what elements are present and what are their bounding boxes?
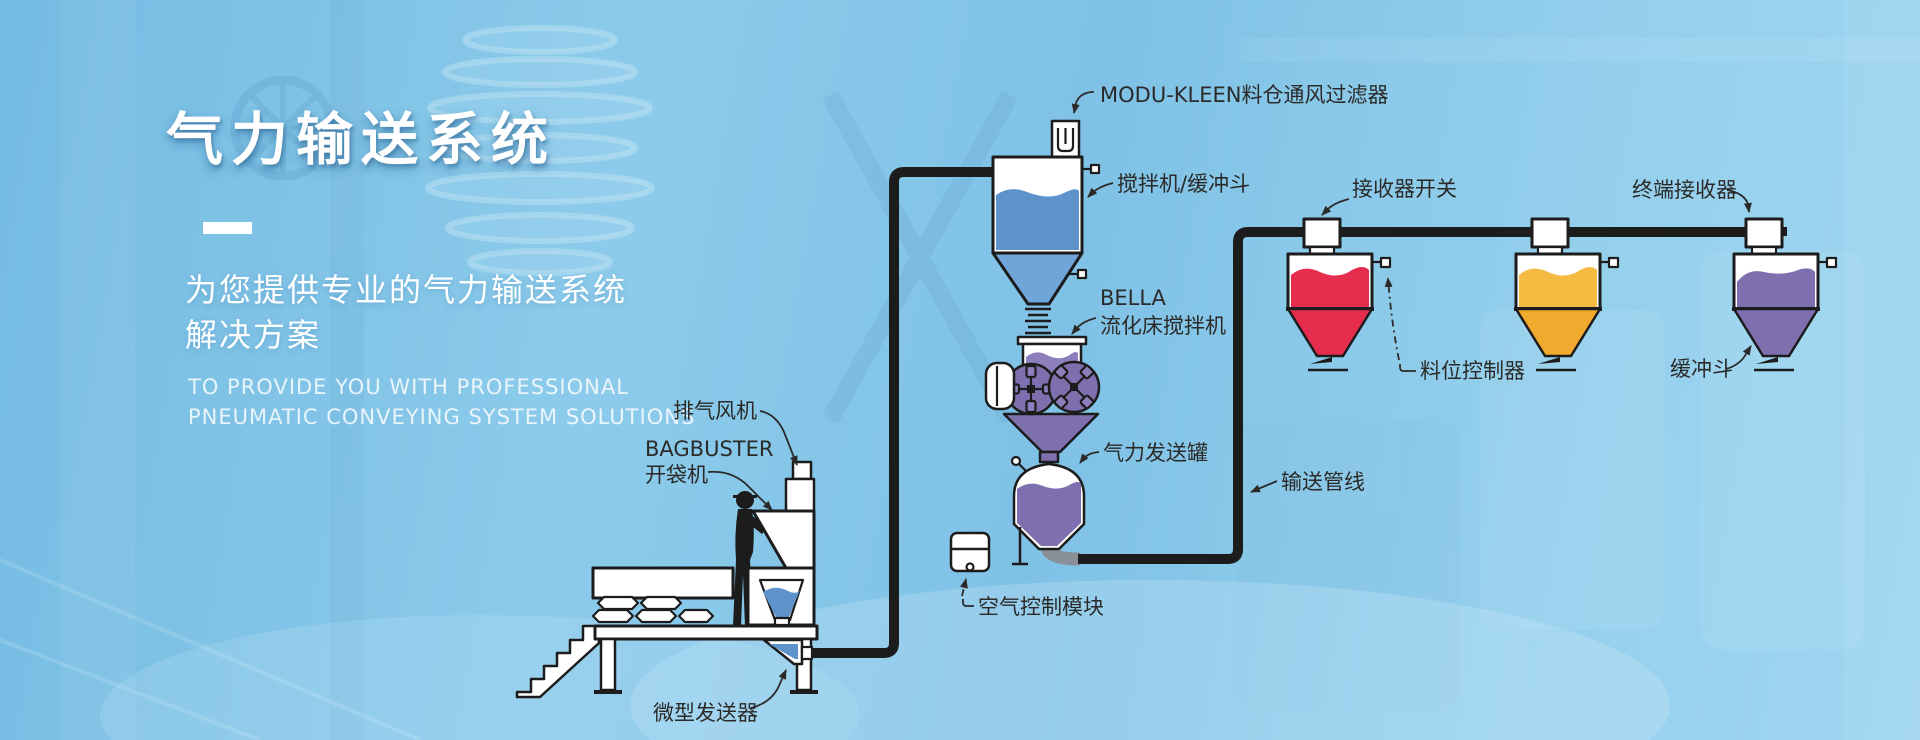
page-title: 气力输送系统	[166, 107, 556, 173]
label-exhaust-fan: 排气风机	[673, 399, 757, 423]
leader-buffer-hopper	[1725, 345, 1752, 370]
leader-receiver-switch	[1321, 198, 1350, 216]
receiver-red	[1286, 217, 1392, 372]
exhaust-fan-box	[791, 460, 813, 481]
mixer-buffer-hopper	[991, 155, 1101, 335]
label-receiver-switch: 接收器开关	[1352, 177, 1457, 201]
dump-hopper-funnel	[751, 509, 816, 570]
receiver-switch-valve	[1302, 217, 1342, 249]
title-divider	[203, 222, 252, 234]
platform-leg-left	[599, 637, 617, 692]
bella-mixer	[984, 335, 1101, 464]
bin-vent-filter	[1050, 119, 1081, 160]
receiver-switch-valve	[1530, 217, 1570, 249]
level-sensor-top	[1089, 163, 1101, 175]
vessel-leg	[1012, 527, 1028, 566]
level-sensor	[1379, 256, 1392, 269]
label-terminal-receiver: 终端接收器	[1632, 178, 1737, 202]
leader-air-control-module	[960, 578, 968, 597]
label-pressure-vessel: 气力发送罐	[1103, 441, 1208, 465]
flex-bellows	[1025, 307, 1051, 335]
label-buffer-hopper: 缓冲斗	[1670, 357, 1733, 381]
hero-subtitle: 为您提供专业的气力输送系统 解决方案	[185, 268, 627, 358]
leader-level-controller-hook	[1399, 364, 1416, 372]
leader-mixer-buffer-hopper	[1087, 182, 1114, 198]
stairs	[515, 624, 601, 699]
hero-tagline: TO PROVIDE YOU WITH PROFESSIONAL PNEUMAT…	[188, 372, 695, 432]
pressure-vessel	[1010, 455, 1086, 566]
leader-bin-vent-filter	[1071, 91, 1095, 114]
receiver-purple	[1732, 217, 1838, 372]
label-bella-type: 流化床搅拌机	[1100, 314, 1226, 338]
label-mixer-buffer-hopper: 搅拌机/缓冲斗	[1117, 172, 1250, 196]
hero-subtitle-line2: 解决方案	[185, 316, 322, 354]
leader-conveying-line	[1250, 480, 1278, 493]
bag-dump-station	[515, 460, 819, 699]
label-bella-name: BELLA	[1100, 286, 1167, 310]
leader-exhaust-fan	[759, 410, 798, 466]
paddle-wheel-right	[1047, 360, 1101, 414]
diagram-labels: MODU-KLEEN料仓通风过滤器 搅拌机/缓冲斗 BELLA 流化床搅拌机 气…	[645, 83, 1752, 725]
air-control-module	[949, 531, 991, 573]
mixer-motor	[984, 361, 1016, 411]
level-sensor-cone	[1076, 268, 1088, 280]
level-sensor	[1825, 256, 1838, 269]
mixer-outlet-neck	[1038, 450, 1060, 464]
feed-pipe	[810, 167, 993, 658]
leader-bella	[1071, 317, 1097, 335]
conveying-pipe	[1078, 227, 1760, 564]
leader-air-control-hook	[962, 599, 974, 607]
label-bin-vent-filter: MODU-KLEEN料仓通风过滤器	[1100, 83, 1388, 107]
hero-tagline-line1: TO PROVIDE YOU WITH PROFESSIONAL	[188, 375, 629, 399]
label-micro-feeder: 微型发送器	[653, 701, 758, 725]
bag-stack	[591, 595, 715, 624]
platform-foot-right	[790, 690, 818, 694]
inner-hopper-neck	[773, 616, 791, 627]
leader-micro-feeder	[750, 669, 787, 709]
bag-table	[591, 566, 735, 600]
leader-pressure-vessel	[1079, 451, 1100, 464]
hero-tagline-line2: PNEUMATIC CONVEYING SYSTEM SOLUTIONS	[188, 405, 696, 429]
receiver-yellow	[1514, 217, 1620, 372]
leader-level-controller	[1384, 277, 1400, 361]
micro-feeder	[762, 638, 814, 666]
inner-hopper-material	[763, 587, 800, 617]
fan-housing	[784, 477, 816, 513]
platform-foot-left	[594, 690, 622, 694]
leader-terminal-receiver	[1726, 189, 1752, 213]
label-bagbuster-type: 开袋机	[645, 463, 708, 487]
vessel-vent-valve	[1010, 455, 1022, 467]
label-level-controller: 料位控制器	[1420, 359, 1525, 383]
platform-deck	[593, 624, 819, 641]
label-bagbuster-name: BAGBUSTER	[645, 437, 773, 461]
label-conveying-line: 输送管线	[1281, 470, 1365, 494]
receiver-switch-valve	[1744, 217, 1784, 249]
leader-bagbuster	[707, 470, 773, 511]
level-sensor	[1607, 256, 1620, 269]
hero-subtitle-line1: 为您提供专业的气力输送系统	[185, 271, 628, 309]
label-air-control-module: 空气控制模块	[978, 595, 1104, 619]
